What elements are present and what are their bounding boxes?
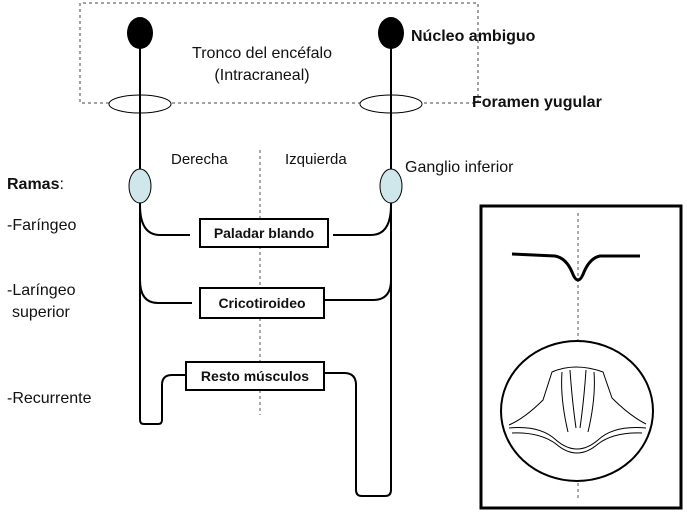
cricothyroid-box — [199, 287, 325, 319]
larynx-outline — [508, 366, 647, 426]
left-laryngeal-branch — [325, 279, 392, 301]
left-side-label: Izquierda — [285, 151, 347, 168]
right-pharyngeal-branch — [139, 204, 190, 236]
larynx-cord-left — [561, 371, 569, 433]
laryngeal-label-line1: -Laríngeo — [7, 282, 76, 299]
right-side-label: Derecha — [171, 151, 228, 168]
brainstem-label-line2: (Intracraneal) — [214, 67, 309, 84]
nucleus-label: Núcleo ambiguo — [411, 28, 536, 45]
larynx-cord-inner-right — [579, 369, 587, 429]
inferior-ganglion-left — [379, 168, 403, 204]
larynx-fold-1 — [508, 427, 647, 450]
laryngeal-label-line2: superior — [12, 304, 70, 321]
soft-palate-curve — [511, 252, 640, 282]
other-muscles-label: Resto músculos — [201, 368, 309, 384]
left-pharyngeal-branch — [333, 204, 392, 236]
soft-palate-box — [199, 218, 329, 248]
pharyngeal-label: -Faríngeo — [7, 217, 76, 234]
cricothyroid-label: Cricotiroideo — [218, 295, 305, 311]
ganglion-label: Ganglio inferior — [405, 159, 514, 176]
branches-title-word: Ramas — [7, 176, 60, 193]
nerve-trunk-left-lower — [325, 203, 392, 497]
nucleus-right — [127, 17, 153, 49]
branches-title: Ramas: — [7, 176, 64, 193]
recurrent-label: -Recurrente — [7, 390, 92, 407]
larynx-cord-inner-left — [569, 369, 577, 429]
larynx-fold-2 — [511, 432, 643, 454]
other-muscles-box — [185, 361, 325, 391]
right-laryngeal-branch — [139, 279, 192, 304]
foramen-label: Foramen yugular — [472, 94, 602, 111]
branches-title-colon: : — [59, 176, 63, 193]
soft-palate-label: Paladar blando — [214, 225, 314, 241]
larynx-view-circle — [500, 340, 654, 482]
nucleus-left — [378, 17, 404, 49]
inferior-ganglion-right — [128, 168, 152, 204]
nerve-trunk-right-lower — [139, 203, 185, 425]
larynx-cord-right — [587, 371, 595, 433]
brainstem-region-border — [79, 2, 479, 104]
brainstem-label-line1: Tronco del encéfalo — [192, 45, 332, 62]
